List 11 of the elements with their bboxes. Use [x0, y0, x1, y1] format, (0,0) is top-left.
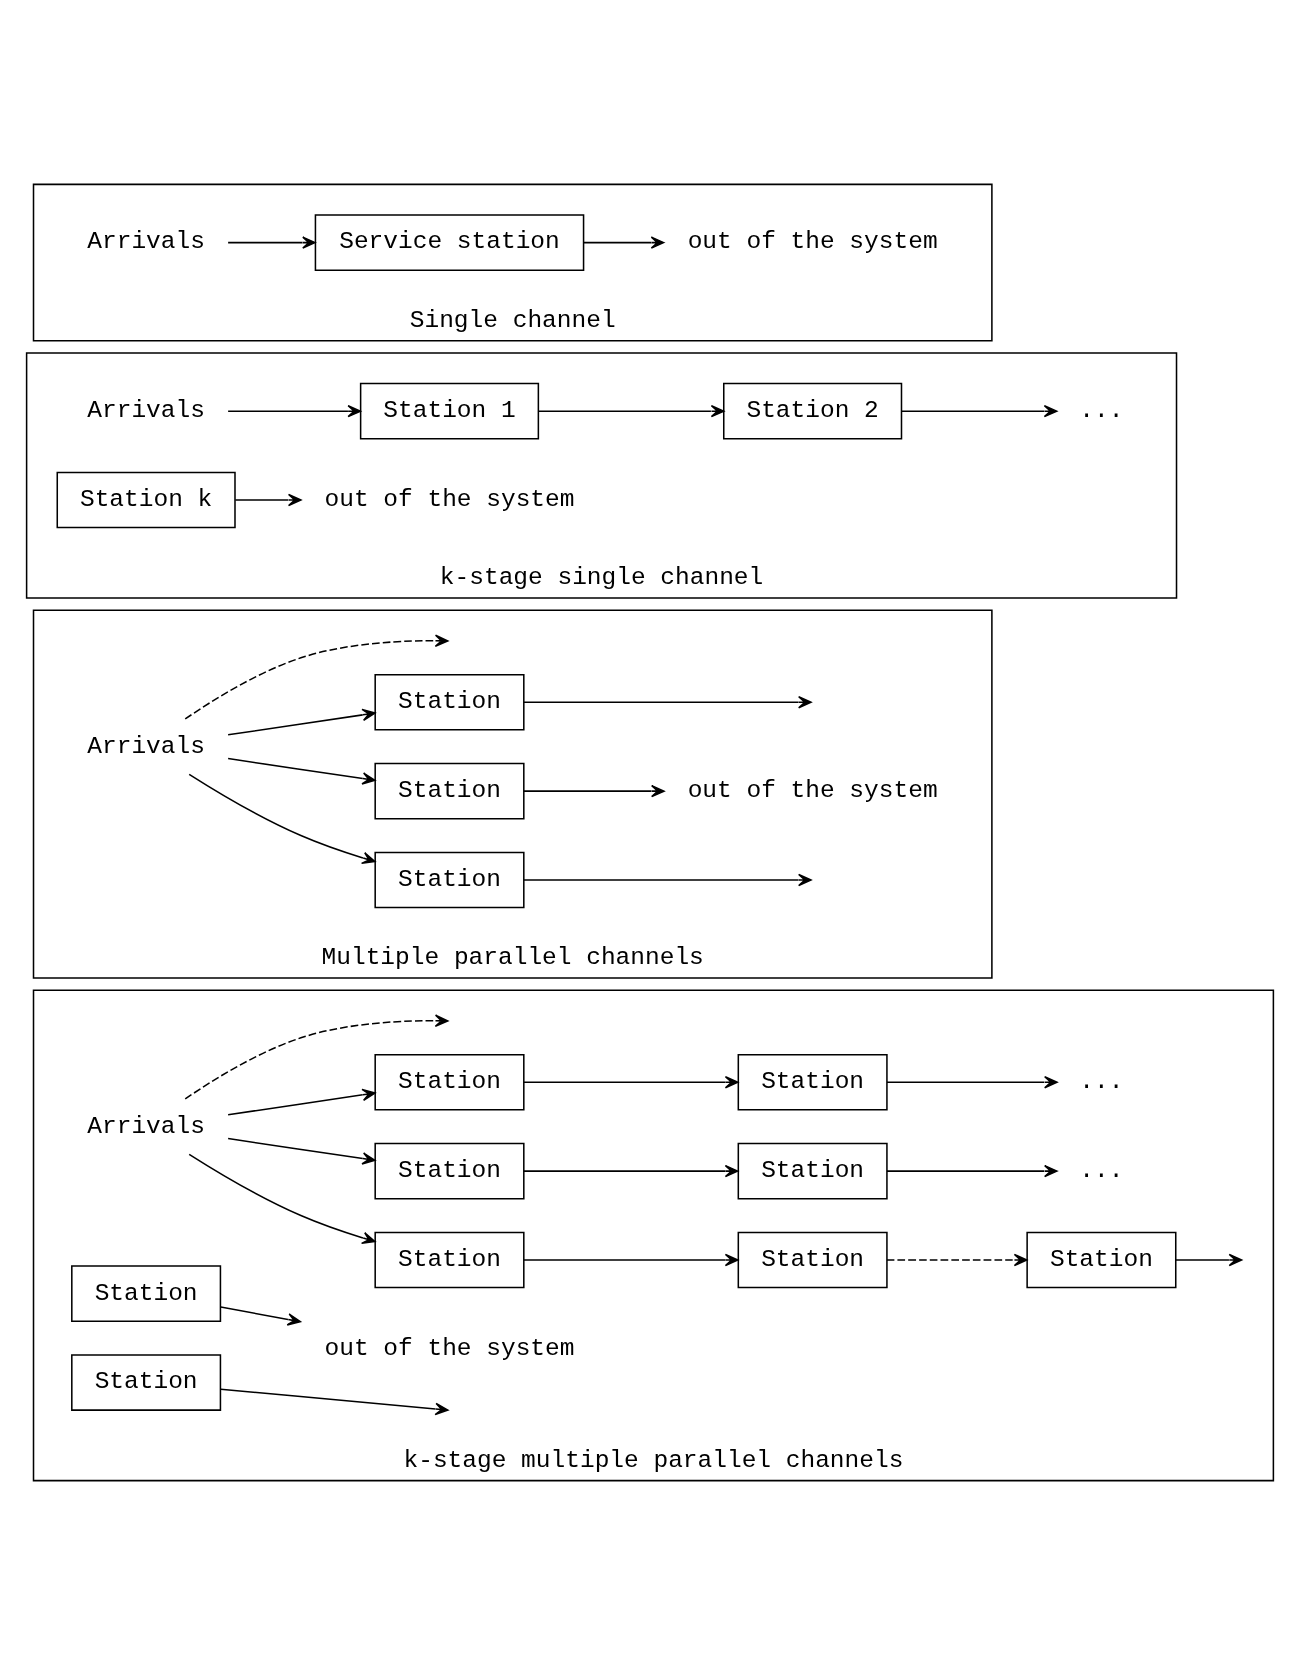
node-text: out of the system — [687, 776, 938, 804]
node-text: Arrivals — [87, 227, 205, 255]
node-text: Arrivals — [87, 1112, 205, 1139]
node-text: ... — [1079, 1156, 1124, 1184]
node-text: Arrivals — [87, 396, 205, 424]
node-text: out of the system — [687, 227, 938, 255]
node-text: ... — [1079, 396, 1124, 424]
node-text: ... — [1079, 1067, 1124, 1095]
node-text: out of the system — [324, 485, 575, 513]
node-text: out of the system — [324, 1334, 575, 1362]
node-text: Arrivals — [87, 732, 205, 760]
